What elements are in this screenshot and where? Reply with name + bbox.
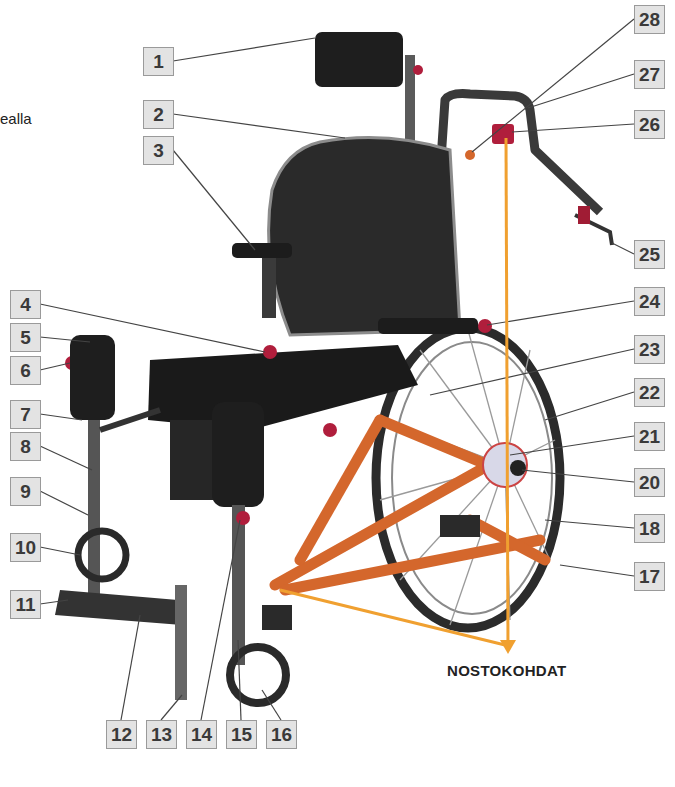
callout-number: 27 [634,60,665,89]
quick-release-axle [510,460,526,476]
leader-line [40,547,80,555]
leader-line [262,690,281,720]
callout-number: 15 [226,720,257,749]
leader-line [612,243,634,254]
callout-number: 17 [634,562,665,591]
callout-number: 20 [634,468,665,497]
leader-line [487,301,634,325]
frame-knob [323,423,337,437]
callout-number: 23 [634,335,665,364]
callout-number: 25 [634,240,665,269]
leader-line [472,19,634,152]
wheel-hub-disc [483,443,527,487]
armrest [378,318,478,334]
leader-line [40,337,90,342]
callout-number: 21 [634,422,665,451]
callout-number: 6 [10,356,41,385]
leader-line [201,520,240,720]
leader-line [545,392,634,420]
seat-cushion [148,345,418,430]
callout-number: 26 [634,110,665,139]
leader-line [173,38,315,61]
adjust-knob [413,65,423,75]
armrest-support [262,258,276,318]
leader-line [40,414,82,420]
leader-line [40,600,68,604]
leader-line [528,74,634,108]
back-cushion [269,138,460,336]
frame-tube [285,540,540,590]
callout-number: 4 [10,290,41,319]
armrest [232,243,292,258]
leader-line [40,446,92,470]
legrest-knob [236,511,250,525]
leader-line [512,124,634,132]
leader-line [121,615,140,720]
callout-number: 22 [634,378,665,407]
callout-number: 28 [634,5,665,34]
castor-wheel [78,531,126,579]
callout-number: 7 [10,400,41,429]
footplate [55,590,182,625]
lift-point-lines [280,138,508,645]
armrest-knob [478,319,492,333]
leader-line [161,695,182,720]
callout-number: 14 [186,720,217,749]
frame-tube [380,420,500,470]
frame-clamp [440,515,480,537]
callout-number: 12 [106,720,137,749]
callout-number: 11 [10,590,41,619]
headrest [315,32,403,87]
seat-knob [263,345,277,359]
leader-line [40,363,70,370]
leader-line [40,304,265,352]
lift-arrowhead [500,640,516,654]
orange-frame [275,420,545,590]
frame-tube [300,420,380,560]
lift-points-label: NOSTOKOHDAT [447,662,566,679]
brake-block [578,206,590,224]
leader-line [238,640,241,720]
lift-line [280,590,505,645]
callout-number: 3 [143,136,174,165]
callout-number: 9 [10,477,41,506]
callout-number: 16 [266,720,297,749]
callout-number: 2 [143,100,174,129]
leader-line [173,114,345,138]
callout-number: 1 [143,47,174,76]
calf-pad [70,335,115,420]
callout-number: 13 [146,720,177,749]
lift-line [506,138,508,645]
legrest-bracket [100,410,160,430]
callout-number: 24 [634,287,665,316]
leader-lines [40,19,634,720]
leader-line [40,491,88,515]
push-handle [440,94,600,212]
callout-number: 10 [10,533,41,562]
callout-number: 18 [634,514,665,543]
leader-line [173,150,255,250]
footrest-tube [175,585,187,700]
callout-number: 8 [10,432,41,461]
calf-pad [212,402,264,507]
callout-number: 5 [10,323,41,352]
partial-text: ealla [0,110,32,127]
leader-line [430,349,634,395]
leader-line [510,436,634,455]
leader-line [560,565,634,576]
castor-fork [262,605,292,630]
leader-line [545,520,634,528]
leader-line [522,470,634,482]
